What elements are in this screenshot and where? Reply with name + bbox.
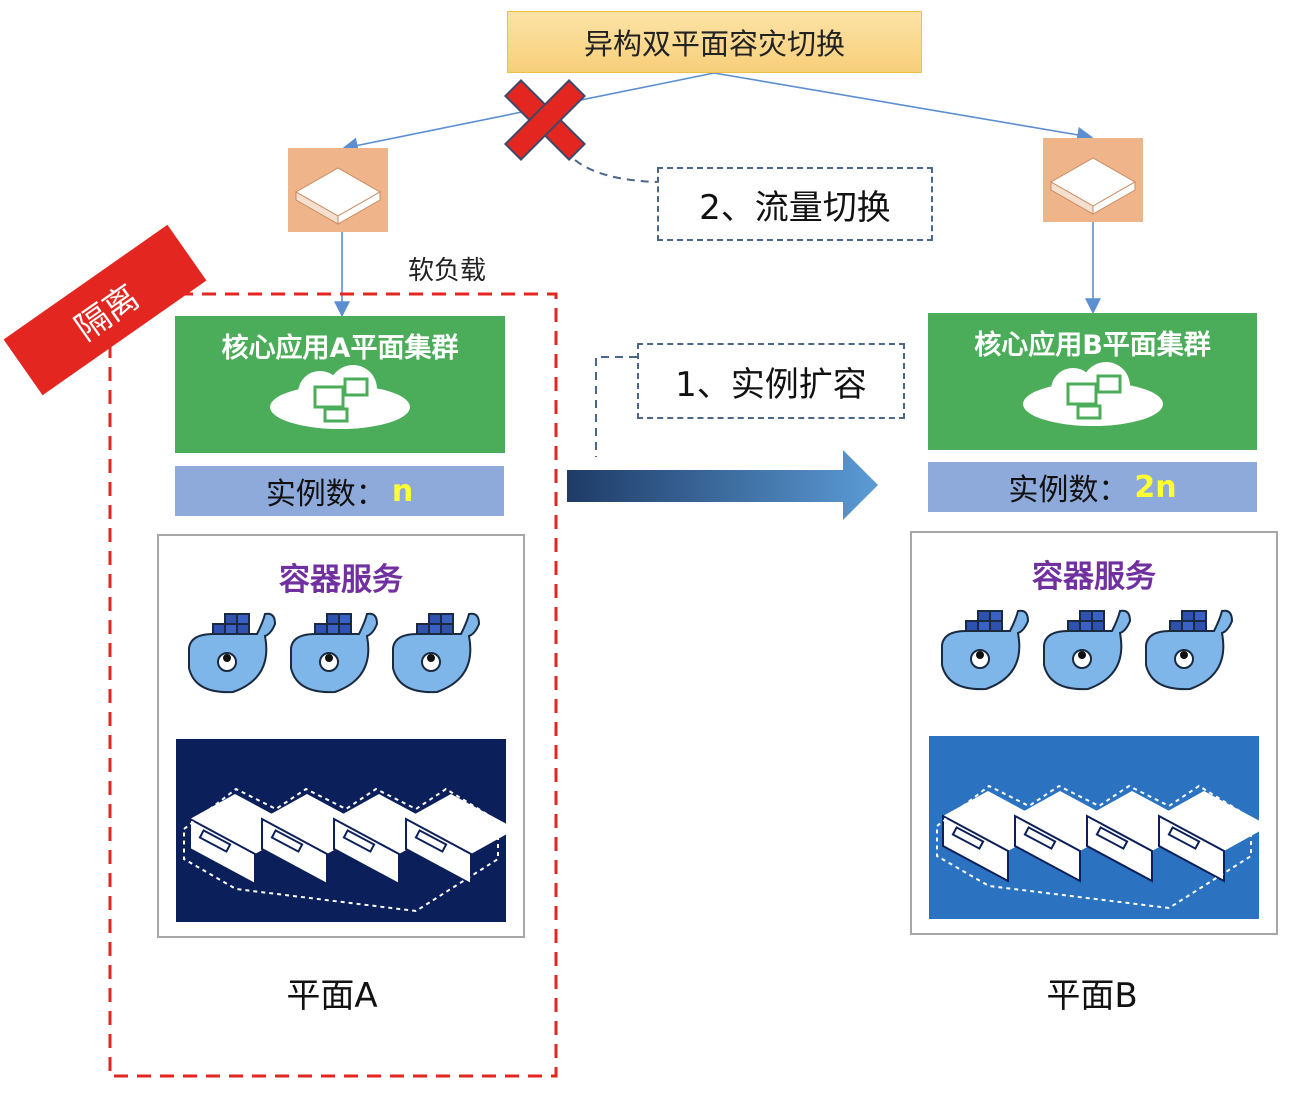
container-title: 容器服务 [279, 562, 403, 598]
plane-b-label: 平面B [1046, 976, 1138, 1016]
docker-whale-icon [188, 612, 277, 694]
container-service-b: 容器服务 [910, 531, 1278, 935]
dashed-connector-scale [595, 356, 637, 457]
dashed-connector-traffic [574, 159, 658, 183]
cloud-app-icon [1022, 362, 1163, 426]
cluster-a-title: 核心应用A平面集群 [221, 333, 459, 364]
cluster-b-title: 核心应用B平面集群 [974, 330, 1211, 361]
cluster-a: 核心应用A平面集群 [175, 316, 505, 453]
plane-a-label: 平面A [286, 976, 378, 1016]
container-service-a: 容器服务 [157, 534, 525, 938]
load-balancer-a [288, 148, 388, 232]
server-unit [405, 794, 506, 886]
cloud-app-icon [270, 365, 410, 429]
load-balancer-b [1043, 138, 1143, 222]
load-balancer-icon [294, 167, 382, 225]
docker-whales [936, 605, 1238, 695]
container-title: 容器服务 [1032, 559, 1156, 595]
instance-count-b: 实例数：2n [928, 462, 1257, 512]
docker-whale-icon [1145, 609, 1234, 691]
step-instance-scale: 1、实例扩容 [637, 343, 905, 419]
instance-count-a: 实例数：n [175, 466, 504, 516]
instance-value: n [391, 473, 414, 509]
page-title: 异构双平面容灾切换 [507, 11, 922, 73]
server-cluster-icon [176, 739, 506, 922]
instance-value: 2n [1134, 469, 1177, 505]
server-unit [1158, 791, 1259, 883]
isolation-boundary [108, 292, 558, 1078]
docker-whale-icon [392, 612, 481, 694]
step-traffic-switch: 2、流量切换 [657, 167, 933, 241]
scale-arrow [567, 450, 878, 520]
cluster-b: 核心应用B平面集群 [928, 313, 1257, 450]
instance-label: 实例数： [265, 477, 386, 512]
soft-lb-label: 软负载 [408, 256, 487, 286]
instance-label: 实例数： [1008, 473, 1129, 508]
docker-whale-icon [290, 612, 379, 694]
fail-x-icon [503, 78, 587, 162]
load-balancer-icon [1049, 157, 1137, 215]
docker-whales [183, 608, 485, 698]
docker-whale-icon [1043, 609, 1132, 691]
docker-whale-icon [941, 609, 1030, 691]
server-cluster-icon [929, 736, 1259, 919]
arrow-to-lb-b [713, 72, 1094, 143]
